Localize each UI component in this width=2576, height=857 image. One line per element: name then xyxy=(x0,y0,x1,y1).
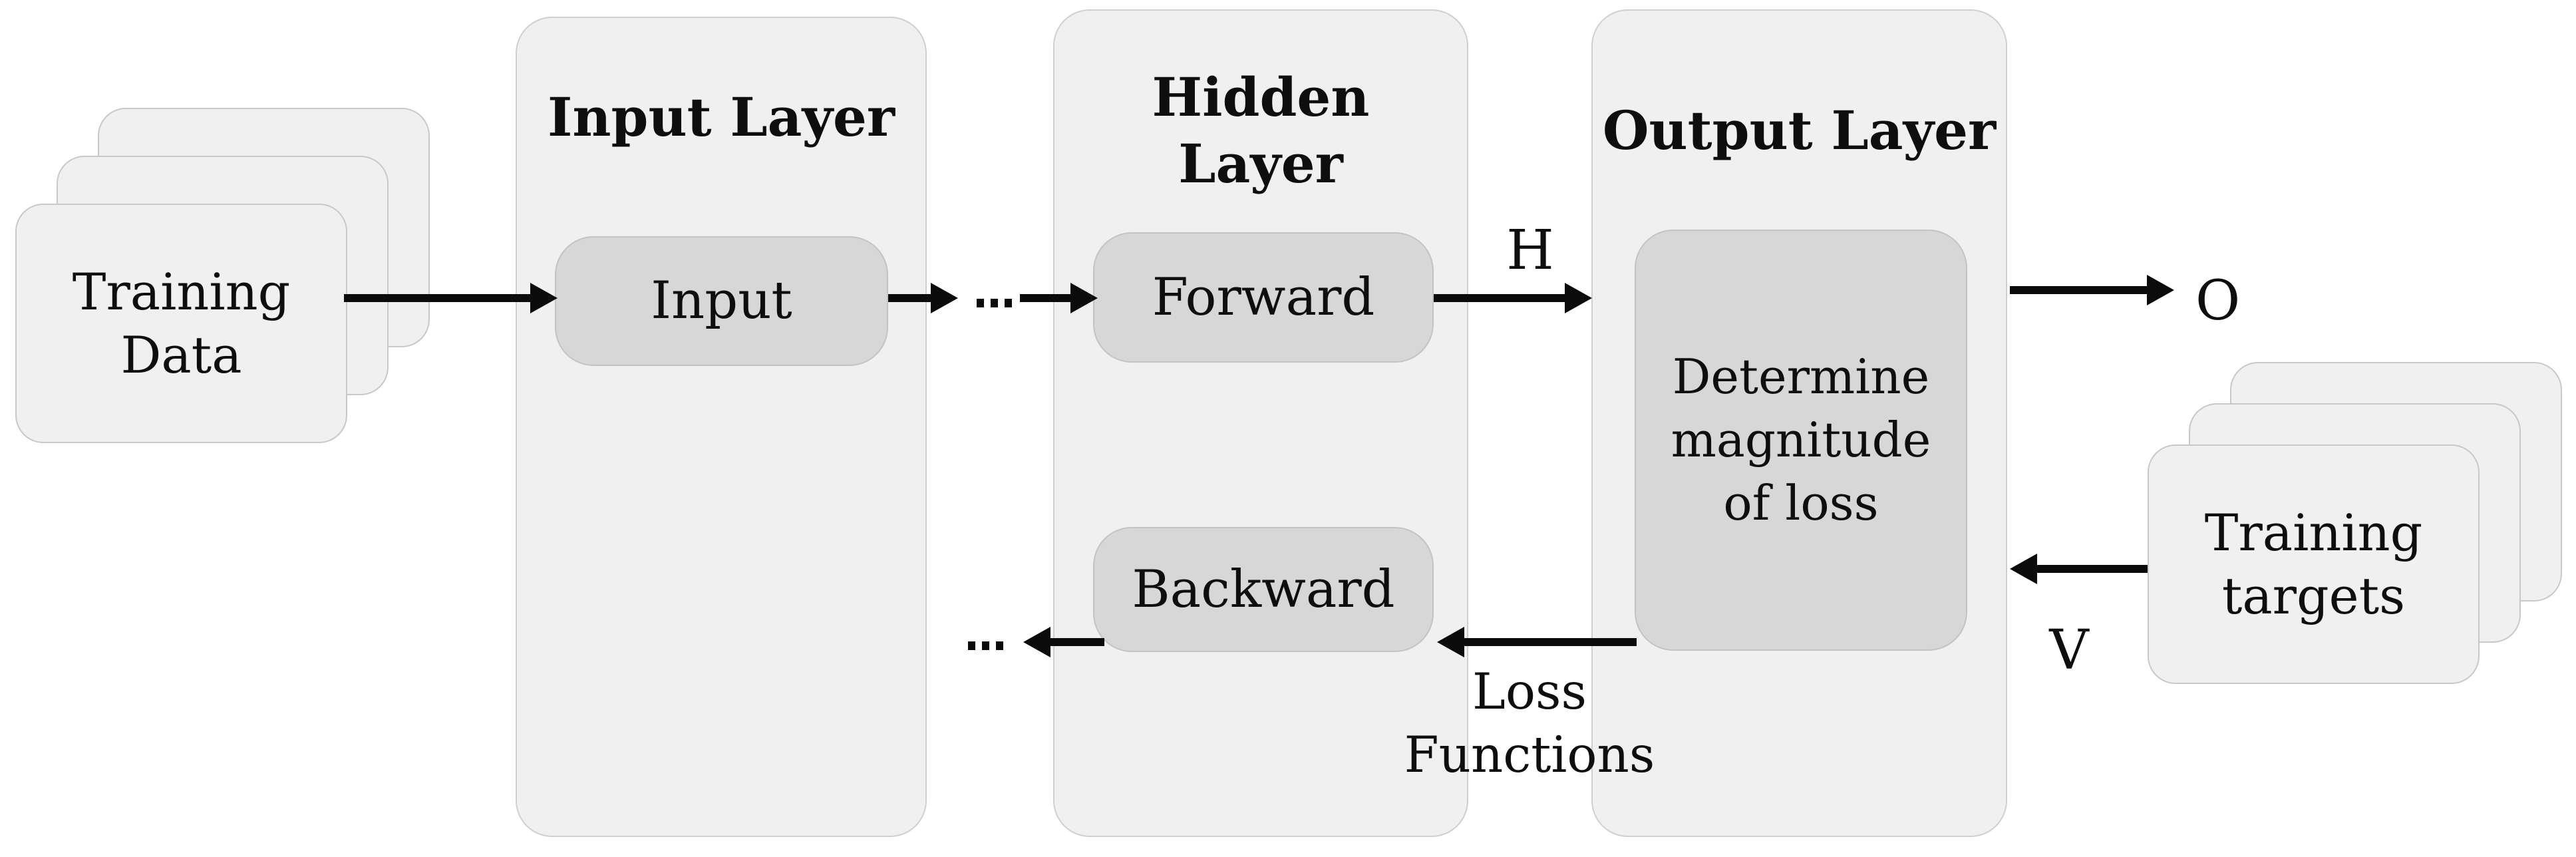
forward-box-label: Forward xyxy=(1152,267,1375,327)
ellipsis-dots-forward xyxy=(977,299,1012,307)
forward-box: Forward xyxy=(1093,232,1434,363)
hidden-layer-panel xyxy=(1053,9,1468,837)
training-data-label: Training Data xyxy=(72,262,291,385)
determine-loss-label: Determine magnitude of loss xyxy=(1671,348,1931,532)
backward-box: Backward xyxy=(1093,527,1434,652)
target-signal-label: V xyxy=(2049,619,2089,682)
training-targets-card-front: Training targets xyxy=(2148,444,2480,684)
training-data-card-front: Training Data xyxy=(15,204,347,443)
training-targets-stack: Training targets xyxy=(2148,362,2562,684)
backward-box-label: Backward xyxy=(1132,559,1395,619)
hidden-layer-title: Hidden Layer xyxy=(1053,64,1468,197)
output-signal-label: O xyxy=(2195,269,2241,333)
hidden-output-label: H xyxy=(1506,219,1554,282)
determine-loss-box: Determine magnitude of loss xyxy=(1635,230,1967,651)
input-layer-panel xyxy=(516,17,927,837)
input-box-label: Input xyxy=(651,271,792,331)
training-data-stack: Training Data xyxy=(15,108,430,443)
output-layer-title: Output Layer xyxy=(1602,99,1997,162)
input-box: Input xyxy=(555,236,888,366)
training-targets-label: Training targets xyxy=(2204,503,2423,625)
ellipsis-dots-backward xyxy=(968,641,1003,650)
loss-functions-label: Loss Functions xyxy=(1404,662,1655,784)
hidden-layer-title-text: Hidden Layer xyxy=(1152,66,1370,195)
input-layer-title: Input Layer xyxy=(547,86,895,148)
